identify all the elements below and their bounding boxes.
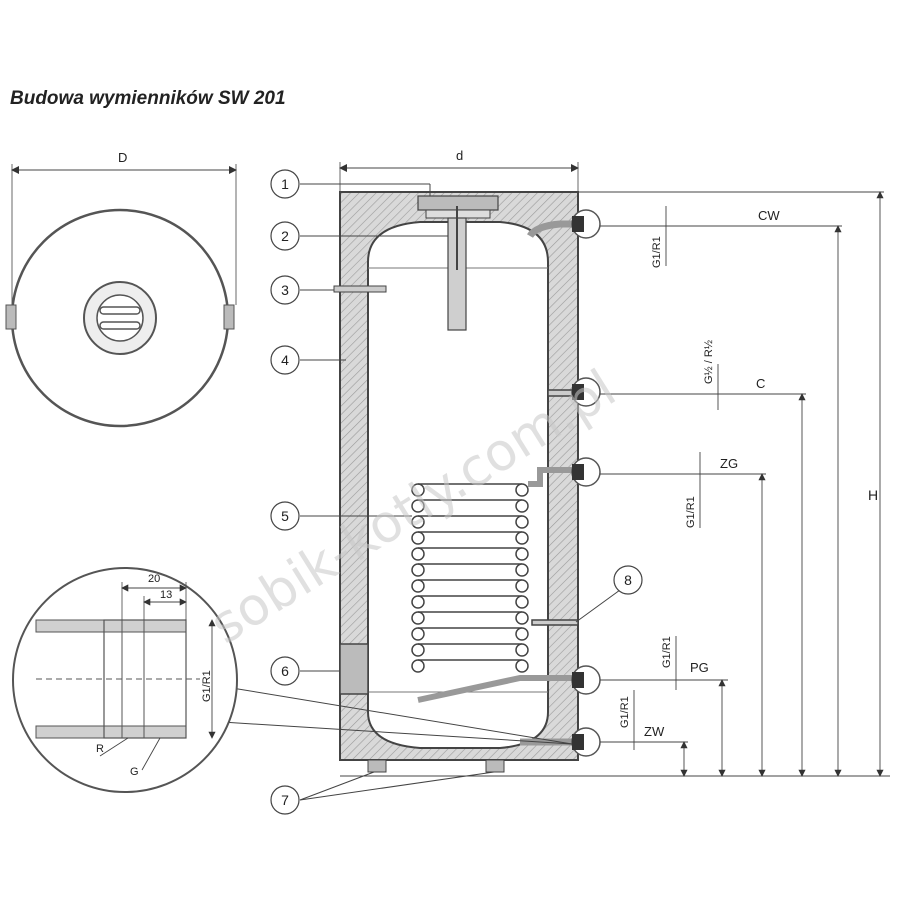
svg-text:1: 1 xyxy=(281,176,289,192)
callout-4: 4 xyxy=(270,345,300,375)
connection-c-thread: G½ / R½ xyxy=(703,340,715,384)
detail-thread-label: G1/R1 xyxy=(201,670,213,702)
svg-text:7: 7 xyxy=(281,792,289,808)
callout-6: 6 xyxy=(270,656,300,686)
svg-text:6: 6 xyxy=(281,663,289,679)
callout-3: 3 xyxy=(270,275,300,305)
connection-cw-thread: G1/R1 xyxy=(651,236,663,268)
svg-text:8: 8 xyxy=(624,572,632,588)
thread-detail-view xyxy=(12,567,573,793)
svg-text:3: 3 xyxy=(281,282,289,298)
detail-outer-dim-label: 20 xyxy=(148,573,160,585)
heating-coil xyxy=(411,467,572,703)
connection-pg-label: PG xyxy=(690,660,709,675)
manhole-flange-icon xyxy=(83,281,157,355)
svg-text:2: 2 xyxy=(281,228,289,244)
top-view: D xyxy=(5,150,237,428)
connection-zg-thread: G1/R1 xyxy=(685,496,697,528)
svg-text:5: 5 xyxy=(281,508,289,524)
detail-inner-dim-label: 13 xyxy=(160,589,172,601)
connection-pg-thread: G1/R1 xyxy=(661,636,673,668)
callout-2: 2 xyxy=(270,221,300,251)
overall-height-label: H xyxy=(868,487,878,503)
svg-text:4: 4 xyxy=(281,352,289,368)
page-title: Budowa wymienników SW 201 xyxy=(10,88,286,109)
connection-dimensions xyxy=(340,191,890,777)
section-width-label: d xyxy=(456,148,463,163)
connection-zw-label: ZW xyxy=(644,724,665,739)
connection-c-label: C xyxy=(756,376,765,391)
connection-zw-thread: G1/R1 xyxy=(619,696,631,728)
section-view: d xyxy=(299,148,621,801)
callout-5: 5 xyxy=(270,501,300,531)
detail-g-label: G xyxy=(130,766,139,778)
connection-cw-label: CW xyxy=(758,208,780,223)
callout-1: 1 xyxy=(270,169,300,199)
callout-8: 8 xyxy=(613,565,643,595)
top-view-diameter-label: D xyxy=(118,150,127,165)
detail-r-label: R xyxy=(96,743,104,755)
connection-zg-label: ZG xyxy=(720,456,738,471)
callout-7: 7 xyxy=(270,785,300,815)
